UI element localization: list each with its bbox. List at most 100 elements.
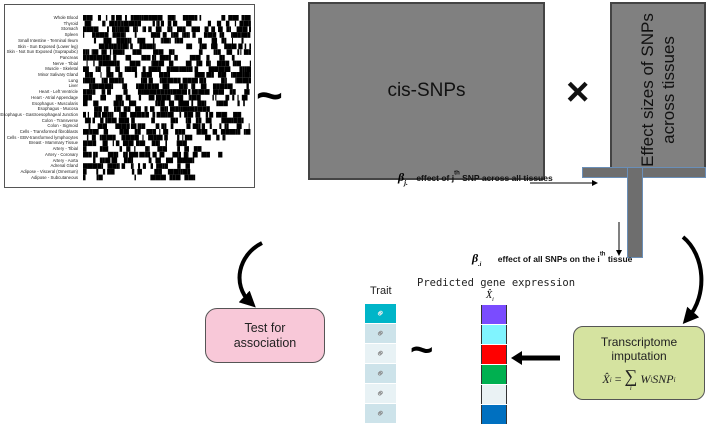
heatmap-cell bbox=[132, 151, 139, 158]
heatmap-cell bbox=[213, 89, 219, 95]
heatmap-cell bbox=[111, 157, 118, 164]
tissue-label: Nerve - Tibial bbox=[52, 60, 78, 66]
heatmap-cell bbox=[86, 26, 90, 33]
heatmap-cell bbox=[167, 20, 172, 27]
heatmap-cell bbox=[209, 111, 214, 118]
heatmap-cell bbox=[178, 151, 181, 158]
heatmap-cell bbox=[189, 54, 192, 61]
heatmap-cell bbox=[224, 83, 228, 90]
heatmap-cell bbox=[226, 123, 229, 129]
heatmap-cell bbox=[121, 77, 124, 84]
heatmap-cell bbox=[123, 106, 128, 112]
heatmap-cell bbox=[179, 37, 184, 44]
heatmap-cell bbox=[186, 66, 189, 72]
heatmap-cell bbox=[89, 83, 92, 90]
heatmap-cell bbox=[146, 72, 152, 78]
heatmap-cell bbox=[178, 106, 181, 112]
heatmap-cell bbox=[220, 129, 226, 135]
heatmap-cell bbox=[91, 134, 96, 141]
heatmap-cell bbox=[192, 151, 198, 158]
heatmap-cell bbox=[83, 77, 85, 84]
heatmap-cell bbox=[156, 134, 163, 141]
heatmap-cell bbox=[112, 32, 116, 38]
trait-label: Trait bbox=[370, 285, 392, 297]
heatmap-cell bbox=[237, 111, 242, 118]
heatmap-cell bbox=[205, 117, 212, 124]
tissue-label: Esophagus - Muscularis bbox=[32, 100, 78, 106]
heatmap-cell bbox=[123, 20, 129, 27]
heatmap-cell bbox=[151, 83, 155, 90]
heatmap-cell bbox=[177, 134, 180, 141]
heatmap-cell bbox=[182, 26, 186, 33]
tissue-label: Skin - Not Sun Exposed (Suprapubic) bbox=[6, 49, 78, 55]
heatmap-cell bbox=[216, 111, 222, 118]
tissue-label: Lung bbox=[68, 77, 78, 83]
heatmap-cell bbox=[160, 100, 165, 107]
heatmap-cell bbox=[123, 89, 128, 95]
heatmap-cell bbox=[215, 49, 218, 55]
heatmap-cell bbox=[102, 32, 105, 38]
heatmap-cell bbox=[127, 37, 130, 44]
heatmap-cell bbox=[114, 77, 119, 84]
heatmap-cell bbox=[218, 26, 223, 33]
heatmap-cell bbox=[152, 37, 155, 44]
heatmap-cell bbox=[227, 83, 233, 90]
heatmap-cell bbox=[234, 60, 237, 67]
heatmap-cell bbox=[116, 43, 118, 50]
heatmap-cell bbox=[186, 43, 193, 50]
heatmap-cell bbox=[125, 54, 132, 61]
heatmap-cell bbox=[248, 26, 251, 33]
heatmap-cell bbox=[144, 83, 148, 90]
heatmap-cell bbox=[164, 106, 167, 112]
heatmap-cell bbox=[101, 49, 107, 55]
heatmap-cell bbox=[191, 26, 197, 33]
heatmap-cell bbox=[232, 89, 236, 95]
heatmap-cell bbox=[154, 140, 156, 147]
tissue-label: Skin - Sun Exposed (Lower leg) bbox=[17, 43, 78, 49]
link-icon: ⚭ bbox=[373, 306, 389, 322]
heatmap-cell bbox=[201, 129, 208, 135]
curved-arrow-to-test bbox=[237, 241, 263, 308]
heatmap-cell bbox=[182, 77, 188, 84]
heatmap-cell bbox=[151, 140, 155, 147]
heatmap-cell bbox=[206, 60, 210, 67]
heatmap-cell bbox=[167, 168, 174, 175]
tissue-label: Artery - Tibial bbox=[52, 146, 78, 152]
beta-i-caption: β.i effect of all SNPs on the ith tissue bbox=[472, 249, 632, 268]
heatmap-cell bbox=[119, 100, 122, 107]
heatmap-cell bbox=[160, 111, 166, 118]
heatmap-cell bbox=[154, 54, 157, 61]
heatmap-cell bbox=[102, 20, 105, 27]
heatmap-cell bbox=[121, 163, 126, 169]
heatmap-cell bbox=[147, 83, 152, 90]
heatmap-cell bbox=[137, 168, 142, 175]
heatmap-cell bbox=[184, 146, 189, 152]
heatmap-cell bbox=[102, 140, 108, 147]
heatmap-cell bbox=[152, 43, 155, 50]
heatmap-cell bbox=[167, 111, 174, 118]
heatmap-cell bbox=[134, 72, 138, 78]
heatmap-cell bbox=[123, 157, 128, 164]
heatmap-cell bbox=[248, 20, 251, 27]
link-icon: ⚭ bbox=[373, 386, 389, 402]
heatmap-cell bbox=[136, 26, 138, 33]
heatmap-cell bbox=[198, 37, 200, 44]
heatmap-cell bbox=[86, 54, 90, 61]
heatmap-cell bbox=[120, 20, 122, 27]
heatmap-cell bbox=[106, 134, 113, 141]
heatmap-cell bbox=[119, 146, 123, 152]
heatmap-cell bbox=[114, 20, 118, 27]
heatmap-cell bbox=[83, 146, 87, 152]
heatmap-cell bbox=[115, 94, 118, 101]
heatmap-cell bbox=[167, 26, 171, 33]
heatmap-cell bbox=[244, 66, 247, 72]
heatmap-cell bbox=[92, 49, 99, 55]
heatmap-cell bbox=[93, 37, 97, 44]
heatmap-cell bbox=[148, 15, 152, 21]
heatmap-cell bbox=[242, 26, 248, 33]
heatmap-cell bbox=[142, 43, 147, 50]
tissue-label: Liver bbox=[68, 83, 78, 89]
heatmap-cell bbox=[125, 151, 128, 158]
